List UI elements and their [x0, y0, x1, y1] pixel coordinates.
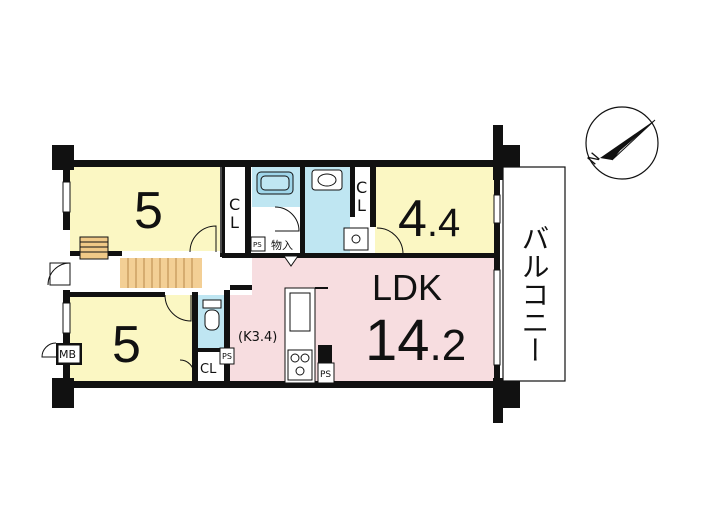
ps-box-kitchen [317, 362, 335, 384]
western-room-right-fill [375, 167, 495, 255]
ps-kitchen-label: PS [320, 370, 331, 380]
entrance-door-swing [47, 262, 71, 286]
storage-label: 物入 [271, 238, 293, 252]
closet-right-label-l: L [357, 196, 366, 215]
window-right-bottom [493, 269, 501, 366]
door-swing-room-right [376, 227, 404, 255]
ldk-fill [228, 258, 494, 382]
western-room-top-size: 5 [134, 182, 163, 240]
compass-north-arrow-icon: N [585, 106, 659, 180]
closet-top-label-c: C [229, 195, 240, 214]
western-room-right-size-dec: .4 [427, 201, 460, 245]
balcony-label: バルコニー [518, 224, 551, 364]
ps-box-mid [219, 347, 235, 365]
bathtub-inner [260, 175, 290, 191]
door-swing-toilet [179, 359, 195, 375]
entry-arrow-icon [283, 255, 299, 267]
column-top-right-cap [498, 145, 520, 170]
stove-burner-3 [295, 366, 305, 376]
column-bottom-left [52, 378, 74, 408]
window-left-top [62, 181, 71, 213]
closet-top [225, 167, 245, 253]
column-top-left [52, 145, 74, 170]
door-swing-bath [274, 206, 300, 232]
stove-burner-2 [300, 353, 310, 363]
ldk-size-dec: .2 [430, 321, 467, 370]
hall-floor [120, 258, 202, 288]
door-swing-room-top [189, 225, 217, 253]
storage-closet [267, 235, 300, 253]
stove-burner-1 [290, 353, 300, 363]
ldk-size: 14.2 [365, 308, 466, 373]
ps-top-label: PS [253, 241, 262, 249]
closet-bottom-label: CL [200, 362, 217, 377]
ps-box-top [250, 236, 266, 252]
entrance-step [79, 236, 109, 260]
ldk-size-int: 14 [365, 308, 430, 373]
window-left-bottom [62, 302, 71, 334]
entrance-door [49, 262, 71, 286]
kitchen-sink-icon [289, 292, 311, 332]
washing-machine-pan-icon [343, 227, 369, 251]
window-right-top [493, 194, 501, 224]
ps-mid-label: PS [222, 352, 232, 361]
toilet-bowl-icon [204, 309, 220, 331]
mb-door-swing [41, 342, 57, 358]
washing-machine-drain [351, 234, 361, 244]
toilet-tank-icon [202, 299, 222, 309]
column-bottom-right-cap [498, 378, 520, 408]
western-room-bottom-fill [70, 295, 192, 381]
western-room-bottom-size: 5 [112, 316, 141, 374]
closet-top-label-l: L [230, 213, 239, 232]
door-swing-room-bottom [164, 294, 192, 322]
mb-box-inner [57, 344, 81, 364]
western-room-right-size: 4.4 [398, 190, 460, 248]
closet-right-label-c: C [356, 178, 367, 197]
kitchen-label: (K3.4) [238, 330, 277, 345]
western-room-right-size-int: 4 [398, 190, 427, 248]
balcony [502, 166, 566, 382]
washbasin-bowl [317, 173, 337, 187]
mb-label: MB [59, 348, 76, 361]
closet-right [355, 167, 370, 215]
ldk-label: LDK [372, 267, 442, 308]
hall-floor-lines [127, 258, 193, 288]
entrance-step-lines [80, 241, 108, 253]
